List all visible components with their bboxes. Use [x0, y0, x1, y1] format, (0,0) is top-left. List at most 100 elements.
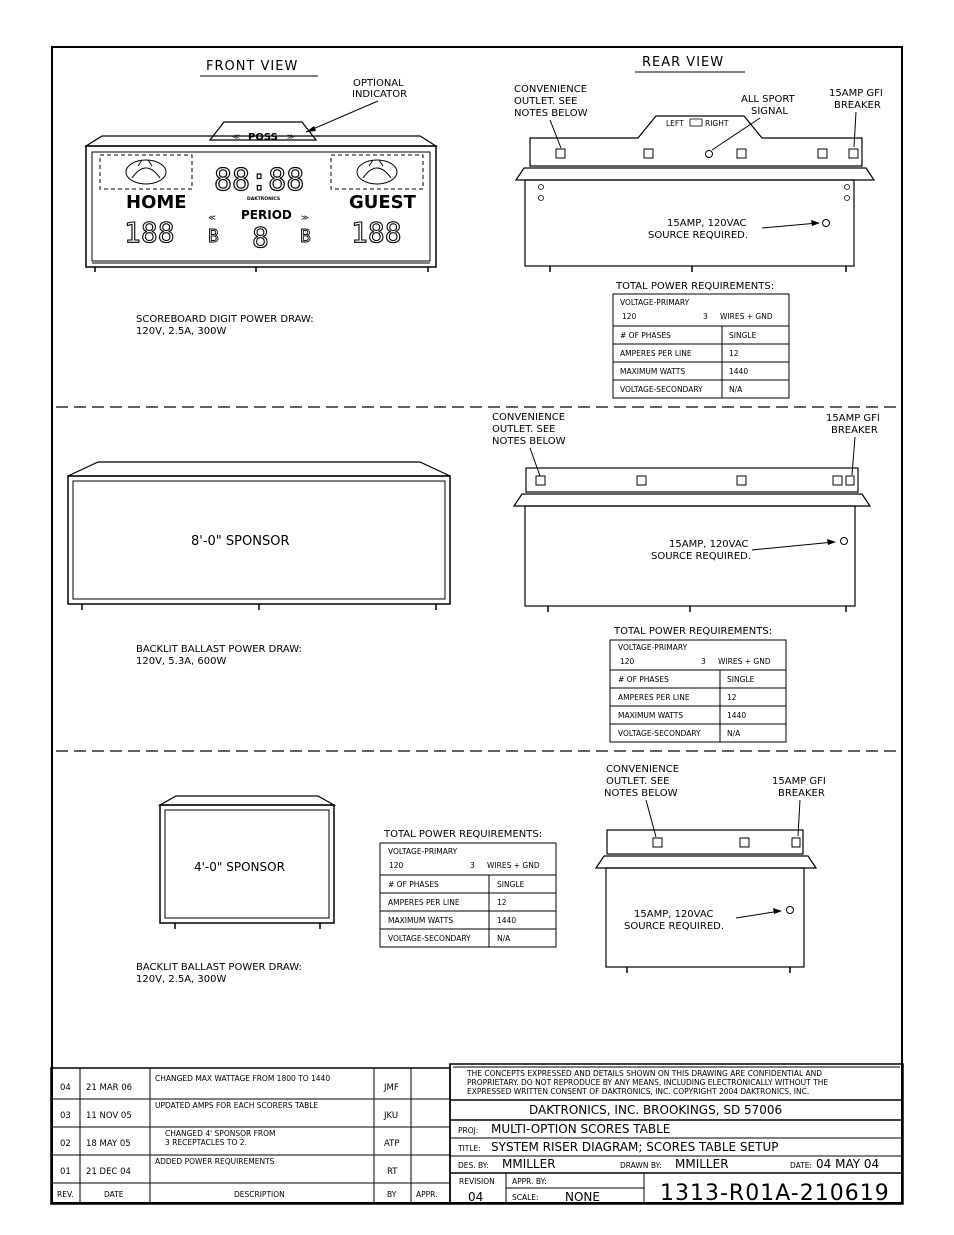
phases-value: SINGLE	[497, 880, 525, 889]
guest-score-digits: 188	[351, 216, 402, 249]
designed-by-label: DES. BY:	[458, 1161, 489, 1170]
outlet-icon	[736, 475, 747, 486]
phases-value: SINGLE	[729, 331, 757, 340]
max-watts-value: 1440	[497, 916, 516, 925]
optional-indicator-label-1: OPTIONAL	[353, 78, 404, 89]
left-right-switch-icon	[689, 118, 703, 127]
power-receptacle-icon	[786, 906, 794, 914]
rev-01-date: 21 DEC 04	[86, 1167, 131, 1177]
rev-03-number: 03	[60, 1111, 71, 1121]
front-view-heading: FRONT VIEW	[206, 59, 298, 74]
voltage-primary-gnd: WIRES + GND	[487, 861, 540, 870]
phases-value: SINGLE	[727, 675, 755, 684]
voltage-secondary-label: VOLTAGE-SECONDARY	[618, 729, 701, 738]
drawn-by-label: DRAWN BY:	[620, 1161, 662, 1170]
guest-logo-panel	[330, 154, 424, 190]
s3-convenience-label-2: OUTLET. SEE	[606, 776, 669, 787]
outlet-icon	[832, 475, 843, 486]
s2-source-label-1: 15AMP, 120VAC	[669, 539, 749, 550]
outlet-icon	[736, 148, 747, 159]
s3-convenience-label-1: CONVENIENCE	[606, 764, 679, 775]
designed-by: MMILLER	[502, 1157, 556, 1171]
title-label: TITLE:	[457, 1144, 481, 1153]
confidential-notice-1: THE CONCEPTS EXPRESSED AND DETAILS SHOWN…	[466, 1069, 822, 1078]
home-logo-panel	[99, 154, 193, 190]
signal-jack-icon	[705, 150, 713, 158]
rear-convenience-label-1: CONVENIENCE	[514, 84, 587, 95]
rev-01-desc: ADDED POWER REQUIREMENTS	[155, 1157, 275, 1166]
project-name: MULTI-OPTION SCORES TABLE	[491, 1122, 670, 1136]
amperes-label: AMPERES PER LINE	[388, 898, 460, 907]
rear-gfi-label-2: BREAKER	[834, 100, 881, 111]
front-view: FRONT VIEW OPTIONAL INDICATOR POSS ≪ ≫	[83, 59, 439, 337]
outlet-icon	[555, 148, 566, 159]
outlet-icon	[652, 837, 663, 848]
rev-03-desc: UPDATED AMPS FOR EACH SCORERS TABLE	[155, 1101, 318, 1110]
rev-04-by: JMF	[383, 1083, 399, 1093]
max-watts-value: 1440	[729, 367, 748, 376]
title-block: THE CONCEPTS EXPRESSED AND DETAILS SHOWN…	[449, 1063, 904, 1206]
phases-label: # OF PHASES	[388, 880, 439, 889]
rev-04-date: 21 MAR 06	[86, 1083, 132, 1093]
by-header: BY	[387, 1190, 397, 1199]
sponsor-4ft-label: 4'-0" SPONSOR	[194, 860, 285, 874]
amperes-label: AMPERES PER LINE	[618, 693, 690, 702]
gfi-breaker-icon	[791, 837, 801, 848]
voltage-primary-wires: 3	[703, 312, 708, 321]
drawing-number: 1313-R01A-210619	[660, 1181, 890, 1206]
period-label: PERIOD	[241, 208, 292, 222]
outlet-icon	[636, 475, 647, 486]
power-table-1: TOTAL POWER REQUIREMENTS: VOLTAGE-PRIMAR…	[612, 281, 790, 399]
rear-gfi-label-1: 15AMP GFI	[829, 88, 883, 99]
power-receptacle-icon	[840, 537, 848, 545]
outlet-icon	[739, 837, 750, 848]
poss-label: POSS	[248, 132, 278, 143]
s2-gfi-label-2: BREAKER	[831, 425, 878, 436]
scale-value: NONE	[565, 1190, 600, 1204]
s2-convenience-label-2: OUTLET. SEE	[492, 424, 555, 435]
home-label: HOME	[126, 192, 187, 213]
drawing-date: 04 MAY 04	[816, 1157, 879, 1171]
max-watts-value: 1440	[727, 711, 746, 720]
voltage-primary-value: 120	[620, 657, 635, 666]
power-table-title: TOTAL POWER REQUIREMENTS:	[383, 829, 542, 840]
revision-table: 04 21 MAR 06 CHANGED MAX WATTAGE FROM 18…	[50, 1067, 451, 1205]
s3-gfi-label-1: 15AMP GFI	[772, 776, 826, 787]
approved-by-label: APPR. BY:	[512, 1177, 547, 1186]
phases-label: # OF PHASES	[620, 331, 671, 340]
rear-view-heading: REAR VIEW	[642, 55, 724, 70]
power-receptacle-icon	[822, 219, 830, 227]
amperes-value: 12	[727, 693, 737, 702]
scoreboard-power-note-2: 120V, 2.5A, 300W	[136, 326, 226, 337]
scoreboard-power-note-1: SCOREBOARD DIGIT POWER DRAW:	[136, 314, 314, 325]
section-4ft-sponsor: 4'-0" SPONSOR BACKLIT BALLAST POWER DRAW…	[136, 764, 826, 985]
sponsor-4ft-power-note-1: BACKLIT BALLAST POWER DRAW:	[136, 962, 302, 973]
sponsor-8ft-power-note-1: BACKLIT BALLAST POWER DRAW:	[136, 644, 302, 655]
voltage-primary-gnd: WIRES + GND	[720, 312, 773, 321]
scoreboard-cabinet	[85, 145, 437, 268]
s3-gfi-label-2: BREAKER	[778, 788, 825, 799]
rev-header: REV.	[57, 1190, 74, 1199]
rev-02-desc-2: 3 RECEPTACLES TO 2.	[165, 1138, 247, 1147]
amperes-value: 12	[729, 349, 739, 358]
revision-label: REVISION	[459, 1177, 495, 1186]
s3-convenience-label-3: NOTES BELOW	[604, 788, 678, 799]
voltage-primary-wires: 3	[470, 861, 475, 870]
scale-label: SCALE:	[512, 1193, 539, 1202]
rear-source-label-1: 15AMP, 120VAC	[667, 218, 747, 229]
project-label: PROJ:	[458, 1126, 478, 1135]
voltage-secondary-label: VOLTAGE-SECONDARY	[620, 385, 703, 394]
s2-convenience-label-3: NOTES BELOW	[492, 436, 566, 447]
max-watts-label: MAXIMUM WATTS	[620, 367, 685, 376]
rear-convenience-label-2: OUTLET. SEE	[514, 96, 577, 107]
outlet-icon	[535, 475, 546, 486]
s3-source-label-1: 15AMP, 120VAC	[634, 909, 714, 920]
outlet-icon	[643, 148, 654, 159]
power-table-title: TOTAL POWER REQUIREMENTS:	[615, 281, 774, 292]
rev-02-by: ATP	[384, 1139, 399, 1149]
rev-04-desc: CHANGED MAX WATTAGE FROM 1800 TO 1440	[155, 1074, 330, 1083]
gfi-breaker-icon	[848, 148, 859, 159]
revision-number: 04	[468, 1190, 483, 1204]
period-digit: 8	[252, 221, 269, 254]
